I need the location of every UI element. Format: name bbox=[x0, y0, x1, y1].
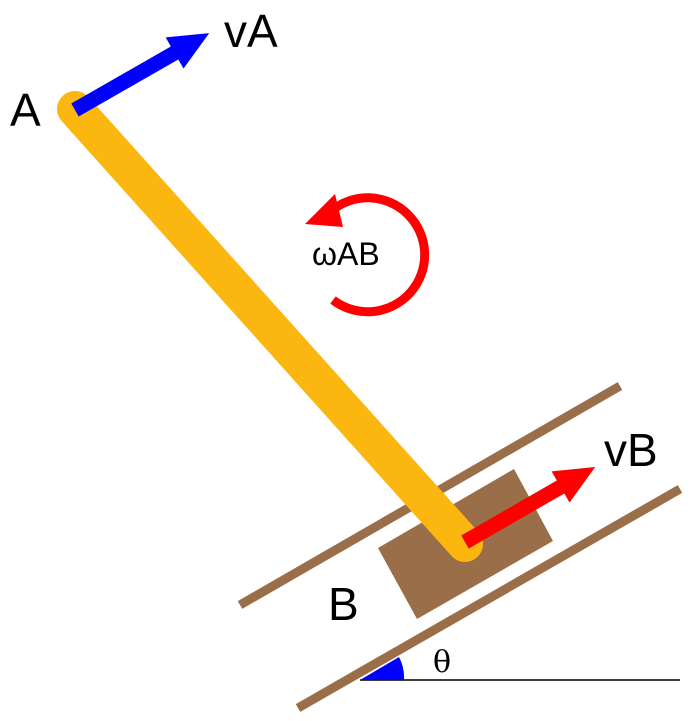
angle-theta-wedge bbox=[360, 657, 405, 680]
velocity-arrow-b bbox=[461, 467, 596, 549]
label-velocity-b: vB bbox=[604, 424, 658, 476]
label-angle-theta: θ bbox=[433, 645, 451, 680]
link-ab bbox=[57, 91, 483, 562]
label-velocity-a: vA bbox=[224, 5, 278, 57]
lower-guide-rail bbox=[295, 485, 683, 712]
velocity-arrow-a bbox=[71, 33, 210, 117]
angular-velocity-arrowhead bbox=[305, 194, 343, 227]
label-point-b: B bbox=[328, 578, 359, 630]
label-point-a: A bbox=[10, 84, 41, 136]
angular-velocity-arrow bbox=[327, 193, 430, 317]
label-angular-velocity: ωAB bbox=[312, 236, 380, 272]
